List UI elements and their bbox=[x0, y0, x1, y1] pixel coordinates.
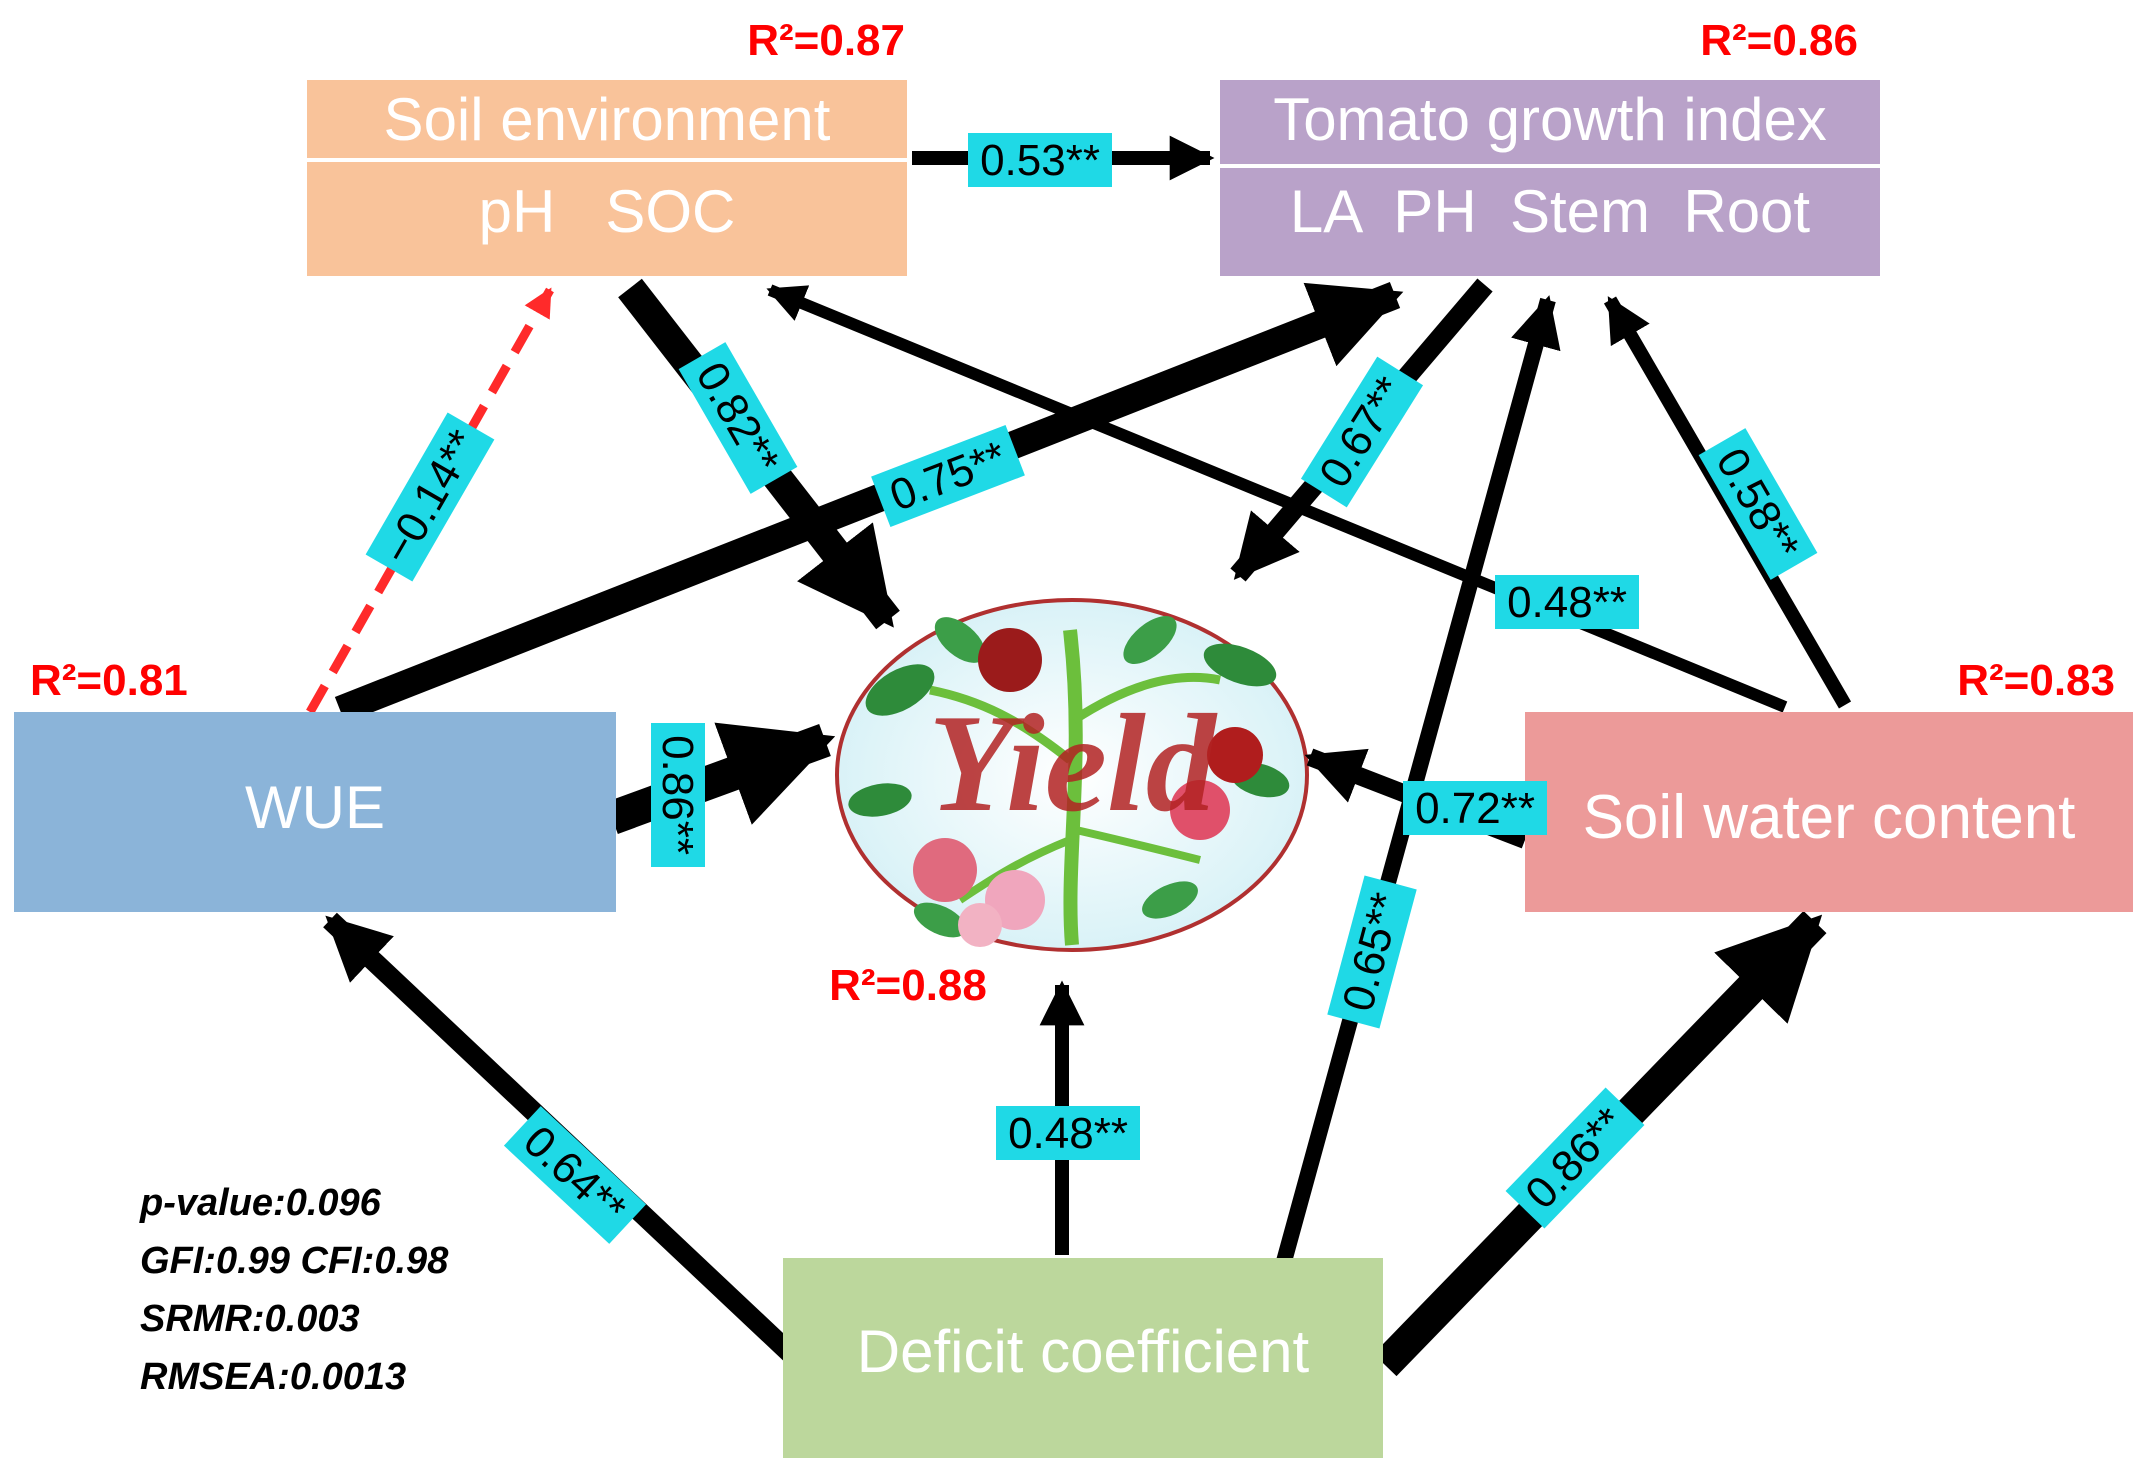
soil-environment-title: Soil environment bbox=[384, 86, 831, 153]
arrow-swc-to-soil bbox=[766, 284, 1788, 713]
wue-r2: R²=0.81 bbox=[30, 656, 188, 705]
arrow-wue-to-tomato bbox=[334, 281, 1404, 724]
tomato-growth-box bbox=[1220, 80, 1880, 276]
coef-soil-to-yield: 0.82** bbox=[686, 354, 788, 482]
coef-bg-tomato-to-yield bbox=[1300, 356, 1424, 508]
coef-bg-soil-to-yield bbox=[678, 342, 798, 494]
tomato-plant-icon bbox=[848, 616, 1290, 947]
tomato-growth-indicators: LA PH Stem Root bbox=[1290, 178, 1811, 245]
coef-soil-to-tomato: 0.53** bbox=[980, 136, 1100, 185]
wue-title: WUE bbox=[245, 774, 385, 841]
soil-environment-indicators: pH SOC bbox=[479, 178, 736, 245]
arrow-wue-to-yield bbox=[606, 722, 836, 834]
tomato-growth-title: Tomato growth index bbox=[1273, 86, 1827, 153]
coef-bg-swc-to-soil bbox=[1495, 575, 1639, 629]
fit-gfi-cfi: GFI:0.99 CFI:0.98 bbox=[140, 1240, 449, 1282]
coef-tomato-to-yield: 0.67** bbox=[1310, 368, 1415, 496]
coef-swc-to-yield: 0.72** bbox=[1415, 784, 1535, 833]
coef-bg-deficit-to-tomato bbox=[1327, 875, 1417, 1029]
coef-deficit-to-wue: 0.64** bbox=[514, 1117, 635, 1235]
coef-bg-deficit-to-yield bbox=[996, 1106, 1140, 1160]
soil-environment-r2: R²=0.87 bbox=[747, 16, 905, 65]
soil-environment-box bbox=[307, 80, 907, 276]
fit-p-value: p-value:0.096 bbox=[139, 1182, 382, 1224]
yield-label: Yield bbox=[928, 686, 1218, 841]
tomato-growth-r2: R²=0.86 bbox=[1700, 16, 1858, 65]
coef-bg-wue-to-yield bbox=[651, 723, 705, 867]
coef-bg-wue-to-tomato bbox=[871, 424, 1025, 528]
coef-bg-wue-to-soil bbox=[365, 412, 495, 582]
soil-water-content-node: Soil water content R²=0.83 bbox=[1525, 656, 2133, 912]
soil-water-content-title: Soil water content bbox=[1583, 783, 2076, 852]
soil-water-content-r2: R²=0.83 bbox=[1957, 656, 2115, 705]
deficit-coefficient-box bbox=[783, 1258, 1383, 1458]
coef-bg-swc-to-tomato bbox=[1698, 428, 1818, 580]
coef-deficit-to-yield: 0.48** bbox=[1008, 1109, 1128, 1158]
coef-wue-to-yield: 0.86** bbox=[653, 735, 702, 855]
coef-bg-swc-to-yield bbox=[1403, 781, 1547, 835]
wue-node: WUE R²=0.81 bbox=[14, 656, 616, 912]
yield-r2: R²=0.88 bbox=[829, 961, 987, 1010]
soil-environment-node: Soil environment pH SOC R²=0.87 bbox=[307, 16, 907, 276]
coef-bg-soil-to-tomato bbox=[968, 133, 1112, 187]
fit-srmr: SRMR:0.003 bbox=[140, 1298, 360, 1340]
wue-box bbox=[14, 712, 616, 912]
deficit-coefficient-node: Deficit coefficient bbox=[783, 1258, 1383, 1458]
coef-swc-to-soil: 0.48** bbox=[1507, 578, 1627, 627]
coef-bg-deficit-to-wue bbox=[503, 1106, 647, 1244]
tomato-growth-node: Tomato growth index LA PH Stem Root R²=0… bbox=[1220, 16, 1880, 276]
coef-deficit-to-swc: 0.86** bbox=[1516, 1098, 1635, 1218]
deficit-coefficient-title: Deficit coefficient bbox=[857, 1318, 1310, 1385]
model-fit-indices: p-value:0.096 GFI:0.99 CFI:0.98 SRMR:0.0… bbox=[139, 1182, 449, 1398]
fit-rmsea: RMSEA:0.0013 bbox=[140, 1356, 406, 1398]
yield-node: Yield bbox=[835, 598, 1309, 952]
coef-wue-to-tomato: 0.75** bbox=[883, 432, 1012, 521]
soil-water-content-box bbox=[1525, 712, 2133, 912]
coef-bg-deficit-to-swc bbox=[1505, 1087, 1645, 1229]
